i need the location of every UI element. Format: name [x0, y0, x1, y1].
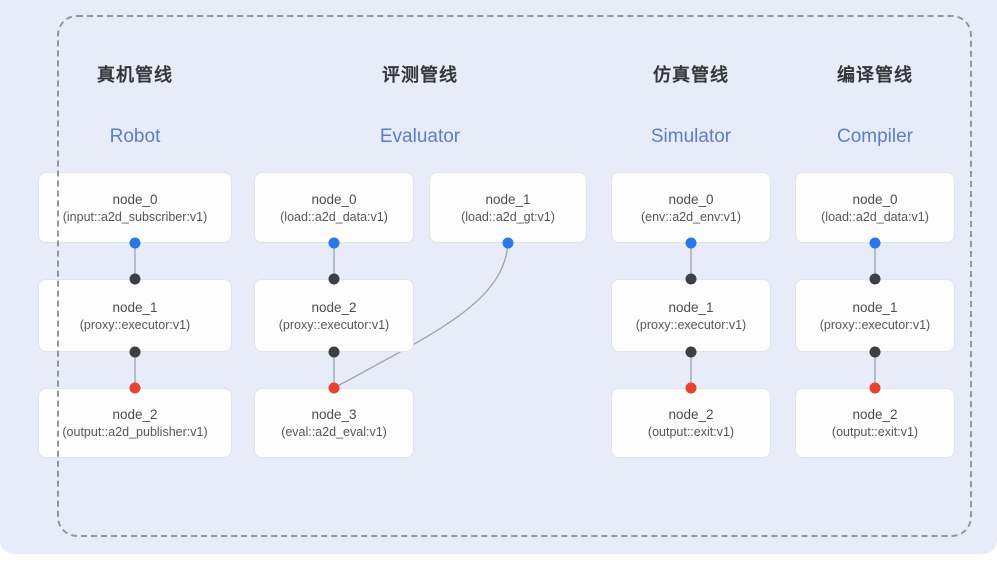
pipeline-title-en-robot: Robot: [109, 126, 161, 147]
node-title: node_0: [311, 191, 357, 207]
node-subtitle: (proxy::executor:v1): [278, 317, 390, 332]
node-subtitle: (proxy::executor:v1): [79, 317, 191, 332]
node-title: node_0: [668, 191, 714, 207]
node-card-evaluator-node0: node_0 (load::a2d_data:v1): [254, 172, 414, 243]
node-title: node_2: [668, 407, 714, 422]
pipeline-title-en-compiler: Compiler: [836, 126, 914, 147]
node-card-simulator-node0: node_0 (env::a2d_env:v1): [611, 172, 771, 243]
node-subtitle: (output::exit:v1): [831, 425, 919, 439]
node-card-evaluator-node2: node_2 (proxy::executor:v1): [254, 279, 414, 352]
node-title: node_1: [852, 299, 898, 315]
node-title: node_2: [311, 299, 357, 315]
node-subtitle: (output::exit:v1): [647, 425, 735, 439]
pipeline-title-zh-evaluator: 评测管线: [382, 65, 458, 85]
node-title: node_2: [112, 407, 158, 422]
node-card-compiler-node2: node_2 (output::exit:v1): [795, 388, 955, 458]
node-card-simulator-node1: node_1 (proxy::executor:v1): [611, 279, 771, 352]
node-card-evaluator-node1: node_1 (load::a2d_gt:v1): [429, 172, 587, 243]
node-title: node_1: [668, 299, 714, 315]
node-card-robot-node1: node_1 (proxy::executor:v1): [38, 279, 232, 352]
node-subtitle: (input::a2d_subscriber:v1): [62, 209, 208, 224]
node-subtitle: (env::a2d_env:v1): [640, 209, 742, 224]
node-card-simulator-node2: node_2 (output::exit:v1): [611, 388, 771, 458]
node-subtitle: (load::a2d_data:v1): [280, 209, 388, 224]
node-title: node_0: [852, 191, 898, 207]
node-card-robot-node0: node_0 (input::a2d_subscriber:v1): [38, 172, 232, 243]
node-card-robot-node2: node_2 (output::a2d_publisher:v1): [38, 388, 232, 458]
node-subtitle: (load::a2d_gt:v1): [461, 209, 555, 224]
node-subtitle: (eval::a2d_eval:v1): [281, 425, 387, 439]
pipeline-title-en-simulator: Simulator: [650, 126, 732, 147]
node-title: node_3: [311, 407, 357, 422]
pipeline-title-zh-compiler: 编译管线: [837, 65, 913, 85]
node-title: node_1: [112, 299, 158, 315]
node-card-compiler-node1: node_1 (proxy::executor:v1): [795, 279, 955, 352]
pipeline-title-zh-robot: 真机管线: [97, 65, 173, 85]
node-card-compiler-node0: node_0 (load::a2d_data:v1): [795, 172, 955, 243]
node-subtitle: (load::a2d_data:v1): [821, 209, 929, 224]
node-title: node_0: [112, 191, 158, 207]
node-card-evaluator-node3: node_3 (eval::a2d_eval:v1): [254, 388, 414, 458]
pipeline-title-zh-simulator: 仿真管线: [653, 65, 729, 85]
node-title: node_2: [852, 407, 898, 422]
node-subtitle: (proxy::executor:v1): [819, 317, 931, 332]
node-title: node_1: [485, 191, 531, 207]
node-subtitle: (proxy::executor:v1): [635, 317, 747, 332]
node-subtitle: (output::a2d_publisher:v1): [62, 425, 208, 439]
pipeline-title-en-evaluator: Evaluator: [379, 126, 461, 147]
